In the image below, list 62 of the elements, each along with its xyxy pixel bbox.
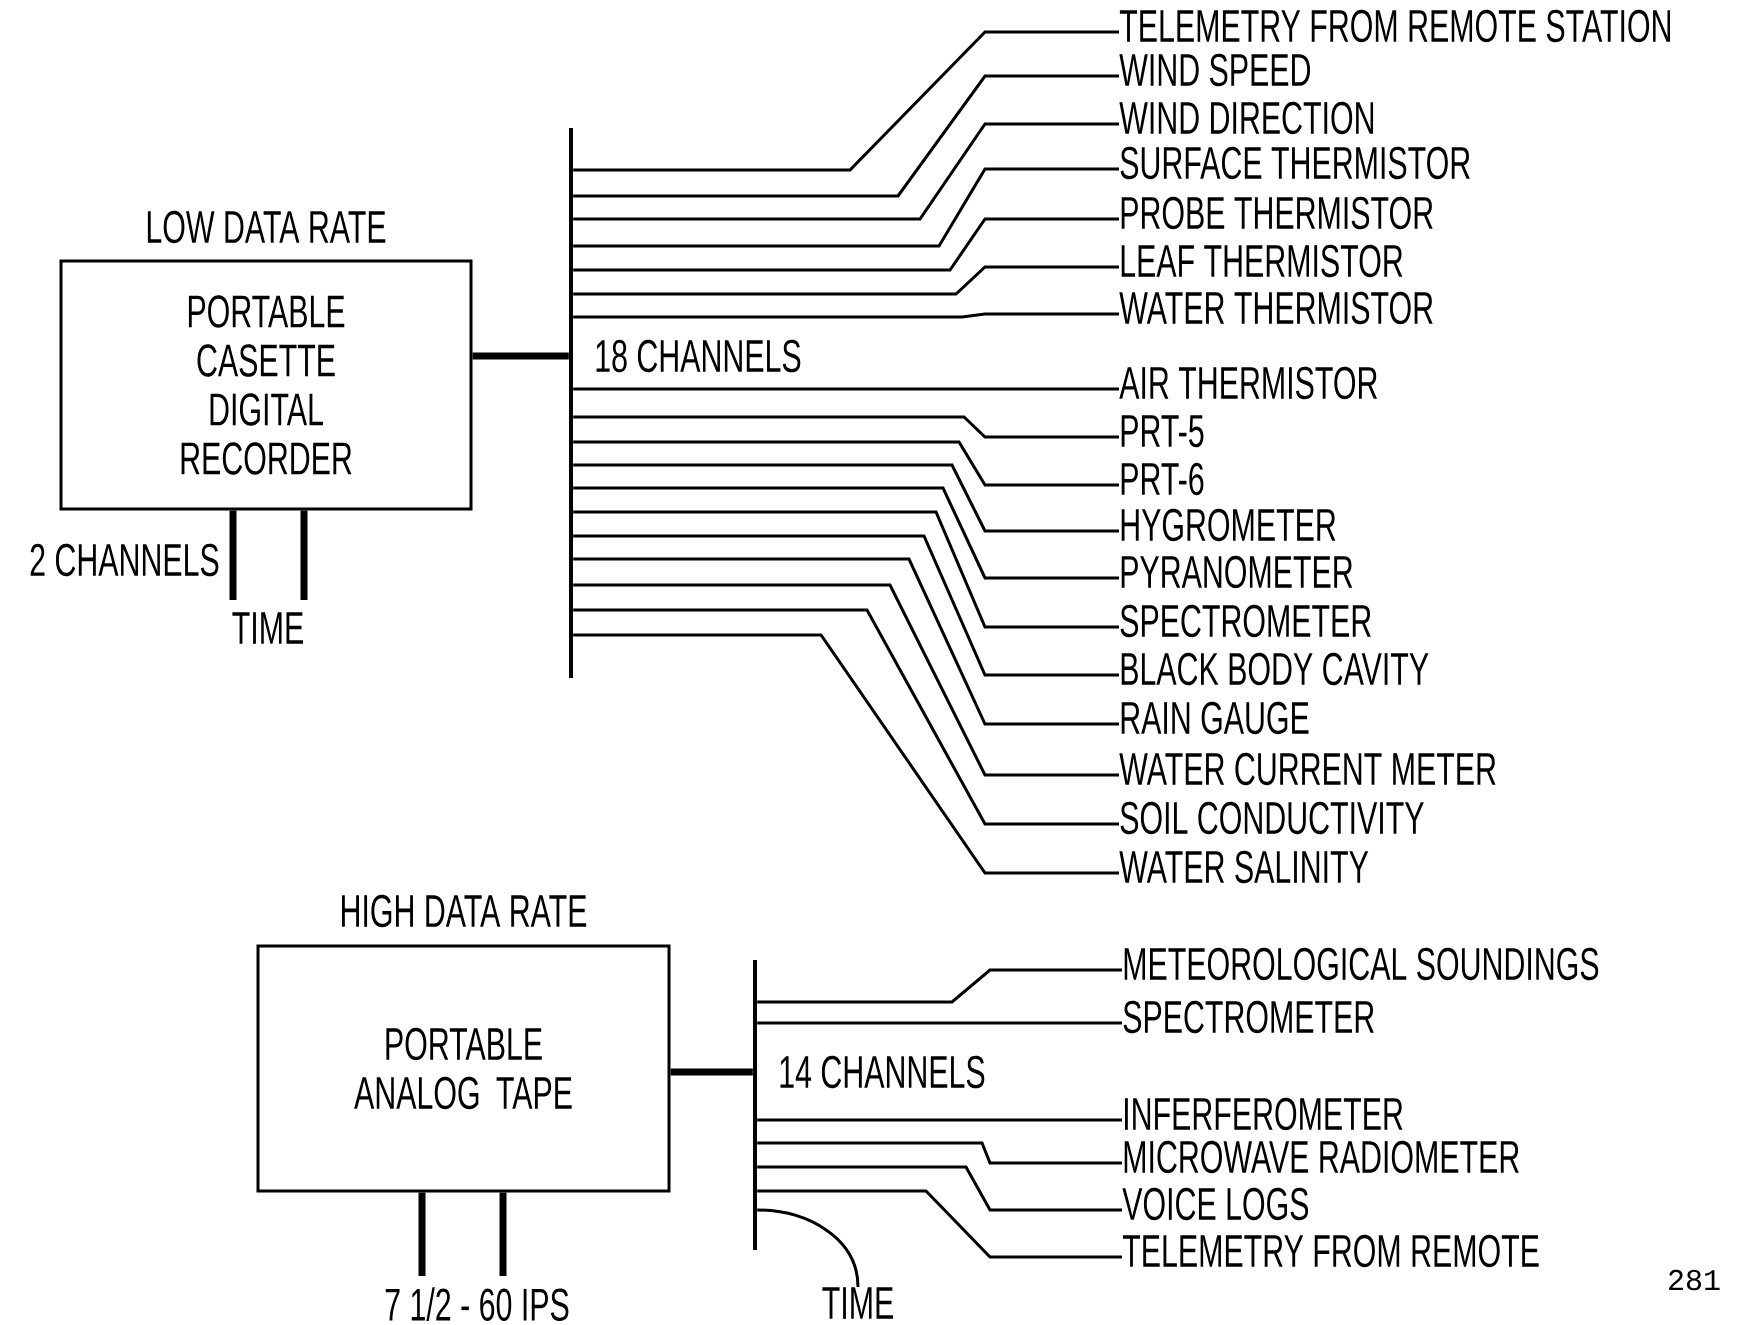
signal-label: MICROWAVE RADIOMETER <box>1124 1140 1519 1174</box>
bus-bar <box>753 960 757 1250</box>
signal-label: PRT-5 <box>1121 415 1204 448</box>
signal-label: 2 CHANNELS <box>30 543 219 577</box>
signal-label: WATER CURRENT METER <box>1119 752 1496 786</box>
signal-line <box>573 74 1119 198</box>
signal-line <box>573 265 1119 296</box>
signal-line <box>573 122 1119 221</box>
signal-line <box>573 583 1119 777</box>
signal-line <box>573 387 1119 391</box>
signal-label: METEOROLOGICAL SOUNDINGS <box>1124 947 1599 981</box>
signal-line <box>573 217 1119 272</box>
signal-label: WATER THERMISTOR <box>1119 291 1433 325</box>
signal-label: 7 1/2 - 60 IPS <box>385 1287 569 1321</box>
signal-label: HYGROMETER <box>1121 508 1336 542</box>
heading-text: LOW DATA RATE <box>147 210 386 244</box>
signal-line <box>573 312 1119 319</box>
signal-label: RAIN GAUGE <box>1121 701 1309 735</box>
signal-line <box>573 440 1119 487</box>
signal-label: SURFACE THERMISTOR <box>1120 146 1470 180</box>
signal-label: SPECTROMETER <box>1123 1000 1374 1034</box>
signal-label: INFERFEROMETER <box>1125 1097 1403 1131</box>
signal-line <box>573 633 1119 875</box>
signal-label: TELEMETRY FROM REMOTE STATION <box>1119 9 1670 43</box>
signal-line <box>573 463 1119 533</box>
signal-label: PYRANOMETER <box>1121 555 1353 589</box>
signal-label: SPECTROMETER <box>1120 604 1371 638</box>
signal-label: AIR THERMISTOR <box>1119 366 1377 400</box>
signal-label: LEAF THERMISTOR <box>1121 244 1403 278</box>
signal-line <box>757 968 1122 1004</box>
signal-label: PROBE THERMISTOR <box>1121 196 1433 230</box>
signal-line <box>757 1208 860 1288</box>
page-number: 281 <box>1669 1269 1720 1291</box>
signal-line <box>757 1141 1122 1165</box>
signal-line <box>573 534 1119 677</box>
signal-line <box>573 486 1119 580</box>
signal-label: TIME <box>822 1287 893 1319</box>
signal-label: WIND SPEED <box>1119 53 1311 87</box>
signal-label: TELEMETRY FROM REMOTE <box>1122 1234 1539 1268</box>
signal-label: BLACK BODY CAVITY <box>1121 652 1429 686</box>
heading-text: HIGH DATA RATE <box>342 894 587 928</box>
signal-line <box>757 1165 1122 1212</box>
signal-label: PRT-6 <box>1121 462 1204 496</box>
signal-label: WATER SALINITY <box>1119 850 1369 884</box>
signal-line <box>573 30 1119 172</box>
signal-line <box>573 167 1119 248</box>
signal-line <box>573 608 1119 826</box>
signal-line <box>573 557 1119 726</box>
signal-line <box>573 510 1119 629</box>
signal-line <box>573 415 1119 439</box>
signal-line <box>757 1021 1122 1025</box>
signal-label: WIND DIRECTION <box>1119 101 1374 135</box>
signal-label: VOICE LOGS <box>1122 1187 1309 1221</box>
signal-label: SOIL CONDUCTIVITY <box>1120 801 1424 835</box>
bus-bar <box>569 128 573 678</box>
channel-count: 18 CHANNELS <box>596 339 801 373</box>
signal-line <box>757 1118 1122 1122</box>
signal-line <box>757 1189 1122 1259</box>
signal-label: TIME <box>232 612 303 644</box>
channel-count: 14 CHANNELS <box>780 1055 985 1089</box>
recorder-box: PORTABLE CASETTE DIGITAL RECORDER <box>59 259 473 511</box>
recorder-box: PORTABLE ANALOG TAPE <box>256 944 671 1193</box>
